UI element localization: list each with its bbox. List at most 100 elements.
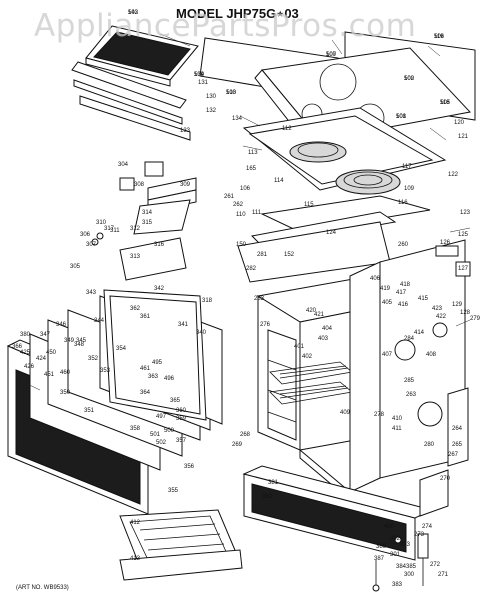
callout-421: 421 xyxy=(314,312,325,318)
callout-425: 425 xyxy=(20,350,31,356)
model-title: MODEL JHP75G⋆03 xyxy=(176,6,299,21)
callout-265: 265 xyxy=(452,442,463,448)
callout-303: 303 xyxy=(400,542,411,548)
callout-507: 507 xyxy=(326,52,337,58)
callout-307: 307 xyxy=(86,242,97,248)
callout-130: 130 xyxy=(206,94,217,100)
callout-308: 308 xyxy=(134,182,145,188)
callout-349: 349 xyxy=(64,338,75,344)
callout-labels: 1421391181191001011021031131201211221231… xyxy=(12,10,481,588)
callout-360: 360 xyxy=(176,408,187,414)
callout-502: 502 xyxy=(156,440,167,446)
callout-461: 461 xyxy=(140,366,151,372)
storage-drawer xyxy=(242,465,434,561)
callout-386: 386 xyxy=(376,544,387,550)
callout-353: 353 xyxy=(100,368,111,374)
callout-380: 380 xyxy=(20,332,31,338)
watermark: AppliancePartsPros.com xyxy=(34,8,416,44)
callout-260: 260 xyxy=(398,242,409,248)
callout-270: 270 xyxy=(440,476,451,482)
callout-508: 508 xyxy=(396,114,407,120)
element-supports xyxy=(237,195,431,283)
callout-285: 285 xyxy=(404,378,415,384)
callout-387: 387 xyxy=(374,556,385,562)
callout-276: 276 xyxy=(260,322,271,328)
backsplash-strip xyxy=(71,61,191,141)
callout-261: 261 xyxy=(224,194,235,200)
callout-114: 114 xyxy=(274,178,284,184)
callout-273: 273 xyxy=(414,532,425,538)
line-art xyxy=(6,25,476,592)
callout-504: 504 xyxy=(194,72,205,78)
callout-312: 312 xyxy=(130,226,141,232)
callout-306: 306 xyxy=(80,232,91,238)
callout-344: 344 xyxy=(94,318,105,324)
callout-423: 423 xyxy=(432,306,443,312)
callout-126: 126 xyxy=(440,240,451,246)
callout-264: 264 xyxy=(452,426,463,432)
callout-400: 400 xyxy=(384,524,395,530)
callout-304: 304 xyxy=(118,162,129,168)
callout-165: 165 xyxy=(246,166,257,172)
callout-357: 357 xyxy=(176,438,187,444)
callout-100: 100 xyxy=(326,52,337,58)
callout-381: 381 xyxy=(268,480,279,486)
leveling-hardware xyxy=(372,469,449,592)
callout-451: 451 xyxy=(44,372,55,378)
callout-505: 505 xyxy=(440,100,451,106)
callout-418: 418 xyxy=(400,282,411,288)
callout-311: 311 xyxy=(110,228,120,234)
callout-347: 347 xyxy=(40,332,51,338)
callout-117: 117 xyxy=(402,164,412,170)
callout-410: 410 xyxy=(392,416,403,422)
callout-363: 363 xyxy=(148,374,159,380)
callout-142: 142 xyxy=(128,10,139,16)
callout-350: 350 xyxy=(60,390,71,396)
callout-342: 342 xyxy=(154,286,165,292)
callout-280: 280 xyxy=(424,442,435,448)
callout-120: 120 xyxy=(454,120,465,126)
callout-412: 412 xyxy=(130,520,141,526)
callout-101: 101 xyxy=(396,114,407,120)
callout-348: 348 xyxy=(74,342,85,348)
callout-315: 315 xyxy=(142,220,153,226)
callout-305: 305 xyxy=(70,264,81,270)
callout-302: 302 xyxy=(390,536,401,542)
callout-405: 405 xyxy=(382,300,393,306)
callout-267: 267 xyxy=(448,452,459,458)
callout-382: 382 xyxy=(262,494,273,500)
callout-406: 406 xyxy=(370,276,381,282)
callout-309: 309 xyxy=(180,182,191,188)
callout-283: 283 xyxy=(254,296,265,302)
callout-384: 384 xyxy=(396,564,407,570)
broiler-pan xyxy=(119,509,243,581)
callout-352: 352 xyxy=(88,356,99,362)
callout-313: 313 xyxy=(130,254,141,260)
callout-119: 119 xyxy=(434,34,444,40)
callout-314: 314 xyxy=(142,210,153,216)
callout-354: 354 xyxy=(116,346,127,352)
callout-102: 102 xyxy=(404,76,415,82)
callout-403: 403 xyxy=(318,336,329,342)
callout-351: 351 xyxy=(84,408,95,414)
callout-150: 150 xyxy=(236,242,247,248)
callout-426: 426 xyxy=(24,364,35,370)
callout-364: 364 xyxy=(140,390,151,396)
callout-110: 110 xyxy=(236,212,246,218)
callout-115: 115 xyxy=(304,202,314,208)
callout-132: 132 xyxy=(206,108,217,114)
callout-123: 123 xyxy=(460,210,471,216)
callout-383: 383 xyxy=(392,582,403,588)
callout-121: 121 xyxy=(458,134,469,140)
callout-362: 362 xyxy=(130,306,141,312)
callout-284: 284 xyxy=(404,336,415,342)
callout-301: 301 xyxy=(390,552,401,558)
callout-116: 116 xyxy=(398,200,408,206)
callout-139: 139 xyxy=(194,72,205,78)
callout-413: 413 xyxy=(130,556,141,562)
callout-281: 281 xyxy=(257,252,268,258)
callout-407: 407 xyxy=(382,352,393,358)
callout-497: 497 xyxy=(156,414,167,420)
callout-417: 417 xyxy=(396,290,407,296)
